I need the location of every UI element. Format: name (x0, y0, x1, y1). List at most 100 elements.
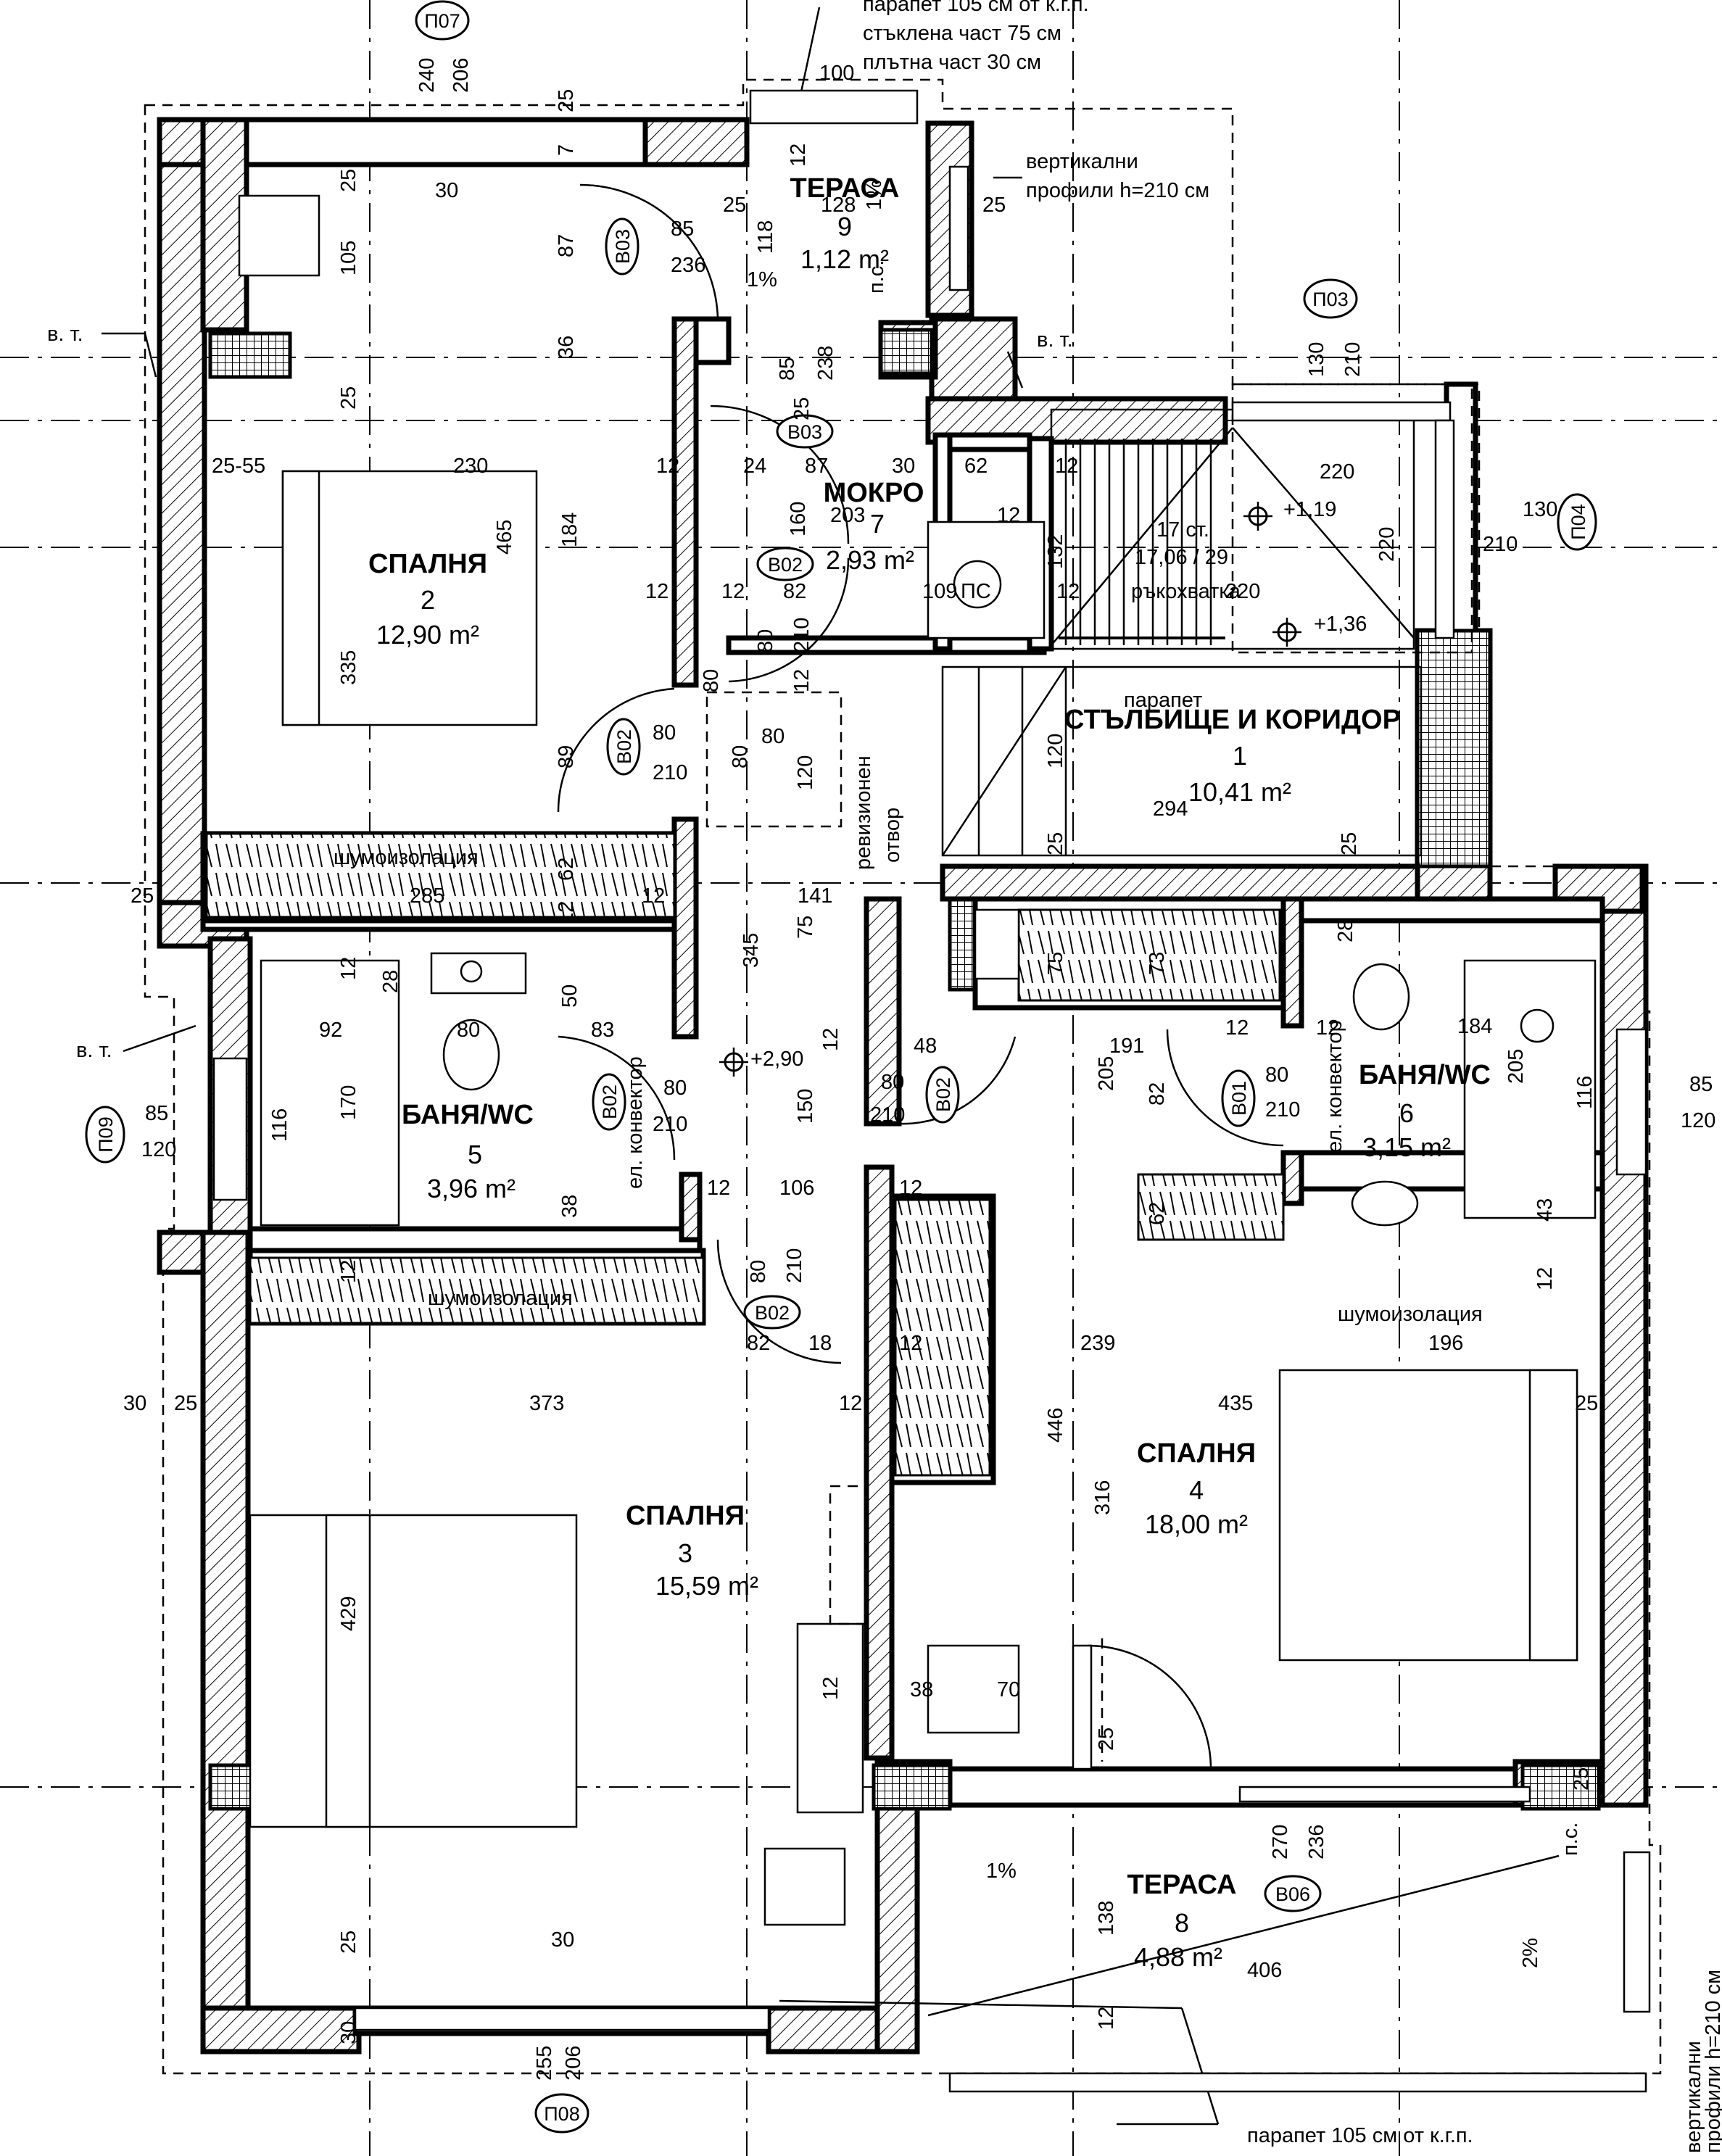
dim-25: 25 (555, 89, 578, 112)
dim-210: 210 (790, 618, 814, 652)
dim-141: 141 (798, 884, 832, 908)
right-window-width: 85 (1689, 1073, 1713, 1096)
dim-105: 105 (337, 241, 360, 275)
dim-25: 25 (337, 386, 360, 410)
door-tag-b02e-label: В02 (755, 1302, 790, 1324)
p03-height-2: 210 (1341, 342, 1365, 377)
p07-height-2: 206 (450, 58, 473, 93)
opening-tag-p09-label: П09 (95, 1116, 117, 1152)
dim-184: 184 (1457, 1015, 1492, 1038)
room-area-9: 1,12 m² (800, 244, 889, 274)
room-name-bedroom-3: СПАЛНЯ (626, 1501, 745, 1531)
note-slope-1: 1% (863, 180, 886, 210)
dim-118: 118 (754, 220, 777, 254)
dim-87: 87 (555, 234, 578, 257)
room-area-8: 4,88 m² (1134, 1942, 1222, 1972)
dim-12: 12 (645, 580, 668, 603)
dim-12: 12 (997, 504, 1020, 527)
note-pc-1: п.с. (865, 260, 888, 294)
dim-28: 28 (1334, 919, 1357, 942)
dim-82: 82 (1146, 1082, 1169, 1106)
dim-465: 465 (493, 520, 516, 555)
note-top-parapet-2: стъклена част 75 см (863, 22, 1061, 45)
note-top-parapet-3: плътна част 30 см (863, 51, 1041, 74)
door-tag-b01-label: В01 (1228, 1081, 1250, 1116)
dim-12: 12 (839, 1392, 862, 1415)
dim-92: 92 (319, 1019, 342, 1042)
vertical-profiles (948, 165, 1651, 2013)
dim-48: 48 (914, 1035, 937, 1058)
dim-62: 62 (1146, 1202, 1169, 1225)
p04-width: 130 (1523, 498, 1557, 521)
dim-43: 43 (1533, 1198, 1557, 1222)
dim-170: 170 (337, 1085, 360, 1120)
dim-12: 12 (1225, 1016, 1249, 1040)
room-name-terrace-9: ТЕРАСА (790, 173, 900, 204)
dashed-details (705, 383, 1473, 1762)
note-pc-2: п.с. (1559, 1823, 1582, 1856)
p08-height-1: 255 (533, 2046, 556, 2081)
dim-12: 12 (707, 1177, 730, 1200)
dim-12: 12 (642, 884, 665, 908)
dim-75: 75 (794, 916, 817, 939)
note-handrail: ръкохватка (1131, 580, 1241, 603)
dim-150: 150 (794, 1089, 817, 1124)
door-tag-b02d (925, 1066, 960, 1124)
dim-25: 25 (1575, 1392, 1598, 1415)
dim-335: 335 (337, 650, 360, 685)
opening-tag-p09 (85, 1106, 125, 1164)
opening-tag-p07-label: П07 (424, 10, 460, 32)
dim-205: 205 (1095, 1056, 1118, 1091)
room-name-terrace-8: ТЕРАСА (1127, 1870, 1237, 1900)
windows (212, 89, 1647, 2093)
dim-210: 210 (783, 1248, 806, 1283)
note-noise-1: шумоизолация (334, 846, 479, 869)
dim-25: 25 (723, 194, 746, 217)
door-tag-b06-label: В06 (1275, 1883, 1310, 1905)
room-name-bath-5: БАНЯ/WC (402, 1100, 534, 1130)
dim-12: 12 (819, 1028, 843, 1051)
level-markers (719, 502, 1301, 1077)
dim-12: 12 (787, 144, 810, 167)
dim-30: 30 (551, 1928, 574, 1952)
dim-25: 25 (982, 194, 1006, 217)
p09-width: 85 (145, 1102, 168, 1125)
room-area-1: 10,41 m² (1188, 777, 1291, 807)
dim-210: 210 (653, 1113, 687, 1136)
note-parapet-stair: парапет (1124, 689, 1202, 712)
note-level-1: +1,19 (1283, 498, 1336, 521)
dim-236: 236 (671, 254, 705, 277)
dim-80: 80 (729, 745, 752, 768)
note-vertical-profiles-2: профили h=210 см (1026, 179, 1209, 202)
note-bottom-parapet: парапет 105 см от к.г.п. (1247, 2124, 1473, 2147)
note-level-2: +1,36 (1314, 613, 1367, 636)
dim-12: 12 (656, 455, 679, 478)
dim-12: 12 (1095, 2007, 1118, 2030)
door-tag-b06 (1264, 1875, 1322, 1912)
dim-70: 70 (997, 1678, 1020, 1701)
dim-30: 30 (337, 2021, 360, 2044)
dim-25: 25 (1095, 1728, 1118, 1751)
dim-62: 62 (964, 455, 988, 478)
room-area-3: 15,59 m² (655, 1571, 758, 1601)
dim-429: 429 (337, 1596, 360, 1631)
room-number-6: 6 (1399, 1098, 1414, 1128)
dim-25: 25 (1044, 832, 1067, 855)
dim-12: 12 (1056, 580, 1080, 603)
dim-83: 83 (591, 1019, 614, 1042)
dim-205: 205 (1504, 1049, 1528, 1084)
dim-87: 87 (805, 455, 828, 478)
dim-80: 80 (754, 629, 777, 652)
door-tag-b02e (743, 1295, 801, 1330)
dim-12: 12 (1055, 455, 1078, 478)
door-tag-b01 (1221, 1069, 1256, 1127)
dim-25: 25 (790, 397, 814, 420)
room-area-7: 2,93 m² (826, 545, 914, 575)
room-number-4: 4 (1189, 1475, 1204, 1505)
dim-80: 80 (881, 1071, 904, 1094)
opening-tag-p03-label: П03 (1312, 289, 1348, 310)
dim-12: 12 (337, 957, 360, 980)
door-tag-b02c (592, 1073, 626, 1131)
dim-80: 80 (747, 1260, 770, 1283)
opening-tag-p04-label: П04 (1568, 504, 1589, 539)
